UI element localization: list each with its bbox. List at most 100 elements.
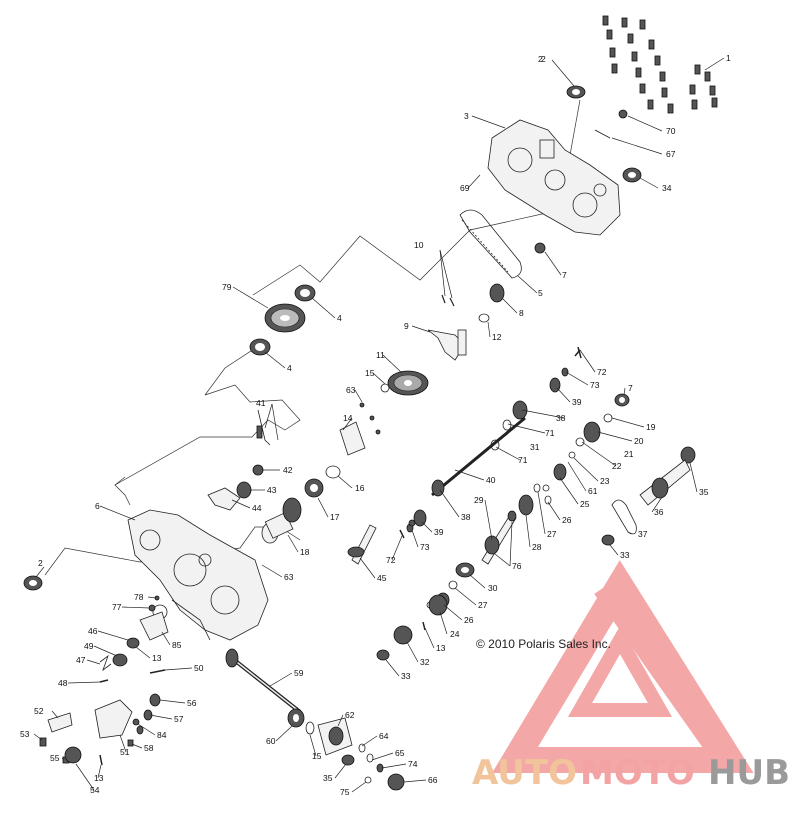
callout-18: 18: [300, 547, 310, 557]
callout-13b: 13: [436, 643, 446, 653]
callout-76: 76: [512, 561, 522, 571]
shaft-45: [347, 524, 377, 565]
callout-19: 19: [646, 422, 656, 432]
watermark-inner-mark: [567, 625, 673, 717]
seal-2-left: [23, 575, 43, 591]
callout-69: 69: [460, 183, 470, 193]
washer-15: [380, 383, 390, 393]
callout-22: 22: [612, 461, 622, 471]
spring-47: [99, 654, 112, 672]
callout-46: 46: [88, 626, 98, 636]
pins-72-73: [399, 346, 582, 539]
copyright-text: © 2010 Polaris Sales Inc.: [476, 637, 611, 651]
callout-56: 56: [187, 698, 197, 708]
seal-2-top: [566, 85, 586, 99]
gear-42: [252, 464, 264, 476]
callout-8: 8: [519, 308, 524, 318]
oring-16: [325, 465, 341, 479]
callout-5: 5: [538, 288, 543, 298]
callout-15b: 15: [312, 751, 322, 761]
callout-28: 28: [532, 542, 542, 552]
shaft-40: [431, 416, 526, 497]
callout-25: 25: [580, 499, 590, 509]
output-shaft-35: [639, 446, 696, 506]
callout-9: 9: [404, 321, 409, 331]
bearing-35-lower: [341, 754, 355, 766]
callout-42: 42: [283, 465, 293, 475]
callout-3: 3: [464, 111, 469, 121]
gear-62: [317, 717, 353, 756]
callout-74: 74: [408, 759, 418, 769]
callout-27a: 27: [547, 529, 557, 539]
callout-29: 29: [474, 495, 484, 505]
callout-16: 16: [355, 483, 365, 493]
callout-67: 67: [666, 149, 676, 159]
callout-72a: 72: [597, 367, 607, 377]
washer-12: [478, 313, 490, 323]
callout-40: 40: [486, 475, 496, 485]
sensor-70: [618, 109, 628, 119]
callout-70: 70: [666, 126, 676, 136]
callout-51: 51: [120, 747, 130, 757]
washer-75: [364, 776, 372, 784]
seal-34: [622, 167, 642, 183]
callout-37: 37: [638, 529, 648, 539]
callout-labels: 1 2 3 70 67 69 34 2 10 7 79 4 5 8 4 9 12…: [20, 53, 731, 797]
callout-66: 66: [428, 775, 438, 785]
watermark-moto: MOTO: [580, 753, 695, 793]
callout-39b: 39: [434, 527, 444, 537]
bearing-33-right: [601, 534, 615, 546]
callout-48: 48: [58, 678, 68, 688]
callout-27b: 27: [478, 600, 488, 610]
callout-38a: 38: [556, 413, 566, 423]
callout-64: 64: [379, 731, 389, 741]
callout-17: 17: [330, 512, 340, 522]
callout-15a: 15: [365, 368, 375, 378]
bearing-17: [304, 478, 324, 498]
shift-fork-9: [427, 329, 467, 361]
callout-7b: 7: [628, 383, 633, 393]
callout-41: 41: [256, 398, 266, 408]
callout-52: 52: [34, 706, 44, 716]
housing-51: [94, 699, 133, 739]
callout-4a: 4: [337, 313, 342, 323]
sprocket-8: [489, 283, 505, 303]
callout-77: 77: [112, 602, 122, 612]
hub-32: [393, 625, 413, 645]
callout-84: 84: [157, 730, 167, 740]
callout-leaders: [33, 57, 725, 793]
callout-39a: 39: [572, 397, 582, 407]
callout-44: 44: [252, 503, 262, 513]
callout-20: 20: [634, 436, 644, 446]
fork-44: [207, 487, 241, 511]
pin-13-mid: [422, 621, 426, 631]
callout-75: 75: [340, 787, 350, 797]
callout-4b: 4: [287, 363, 292, 373]
callout-54: 54: [90, 785, 100, 795]
callout-63b: 63: [284, 572, 294, 582]
plate-14: [339, 421, 366, 456]
watermark-stroke: [594, 585, 726, 765]
clip-84-58: [127, 718, 140, 747]
watermark-triangle: [492, 560, 754, 773]
callout-1: 1: [726, 53, 731, 63]
callout-55: 55: [50, 753, 60, 763]
bushing-7-top: [534, 242, 546, 254]
gear-11: [387, 370, 429, 396]
bearing-4-lower: [249, 338, 271, 356]
plate-54: [64, 746, 82, 764]
gear-stack-19-25: [542, 393, 630, 492]
bracket-52: [47, 712, 73, 733]
bolt-cluster: [602, 15, 718, 114]
washer-15-lower: [305, 721, 315, 735]
callout-35a: 35: [699, 487, 709, 497]
gear-28: [518, 494, 534, 516]
callout-59: 59: [294, 668, 304, 678]
shaft-29: [481, 510, 517, 565]
switch-46-49: [112, 637, 140, 667]
callout-78: 78: [134, 592, 144, 602]
pin-50: [149, 669, 166, 674]
drive-chain: [459, 209, 522, 279]
callout-13a: 13: [152, 653, 162, 663]
